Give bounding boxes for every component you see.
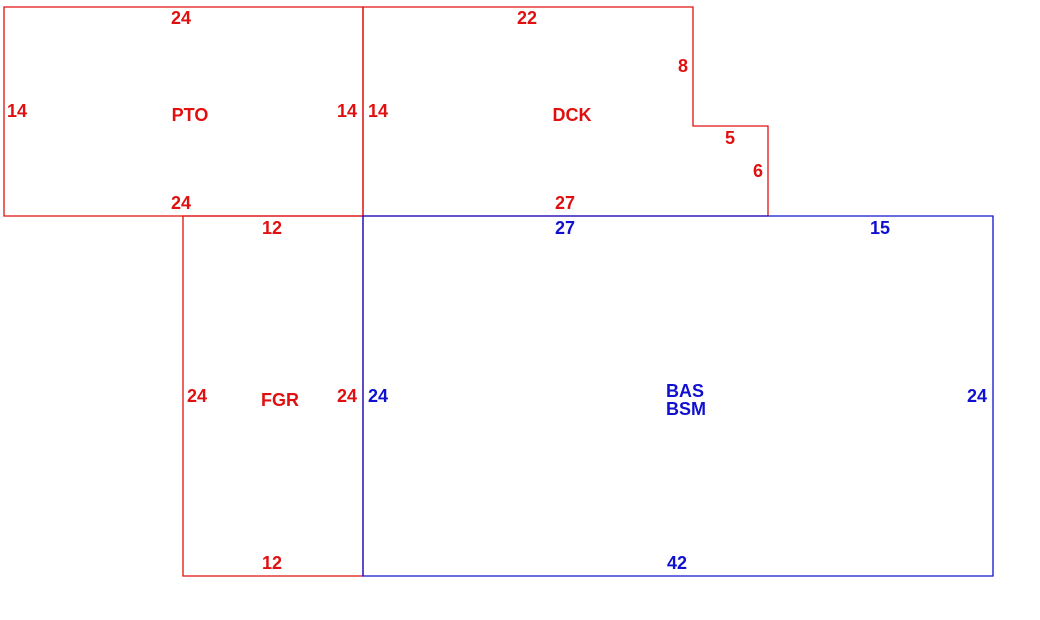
area-dck-dim-bottom: 27 bbox=[555, 193, 575, 213]
area-bas: BAS BSM 27 15 24 24 42 bbox=[362, 215, 994, 577]
area-dck-dim-notch-right: 8 bbox=[678, 56, 688, 76]
area-bas-outline bbox=[362, 215, 994, 577]
area-fgr-dim-bottom: 12 bbox=[262, 553, 282, 573]
area-fgr-dim-left: 24 bbox=[187, 386, 207, 406]
area-dck: DCK 14 22 8 5 6 27 bbox=[362, 6, 769, 217]
area-fgr-dim-right: 24 bbox=[337, 386, 357, 406]
area-bas-dim-bottom: 42 bbox=[667, 553, 687, 573]
area-pto-dim-left: 14 bbox=[7, 101, 27, 121]
area-dck-dim-right: 6 bbox=[753, 161, 763, 181]
area-dck-dim-left: 14 bbox=[368, 101, 388, 121]
area-bas-dim-top-left: 27 bbox=[555, 218, 575, 238]
area-dck-dim-notch-step: 5 bbox=[725, 128, 735, 148]
area-dck-label: DCK bbox=[553, 105, 592, 125]
area-dck-dim-top: 22 bbox=[517, 8, 537, 28]
area-fgr-label: FGR bbox=[261, 390, 299, 410]
area-pto: PTO 24 14 14 24 bbox=[3, 6, 364, 217]
area-fgr-dim-top: 12 bbox=[262, 218, 282, 238]
area-fgr: FGR 12 24 24 12 bbox=[182, 215, 364, 577]
area-bas-label: BAS bbox=[666, 381, 704, 401]
area-bas-dim-left: 24 bbox=[368, 386, 388, 406]
area-pto-label: PTO bbox=[172, 105, 209, 125]
area-pto-dim-top: 24 bbox=[171, 8, 191, 28]
area-bas-dim-top-right: 15 bbox=[870, 218, 890, 238]
area-bsm-label: BSM bbox=[666, 399, 706, 419]
area-pto-dim-right: 14 bbox=[337, 101, 357, 121]
area-bas-dim-right: 24 bbox=[967, 386, 987, 406]
area-pto-dim-bottom: 24 bbox=[171, 193, 191, 213]
